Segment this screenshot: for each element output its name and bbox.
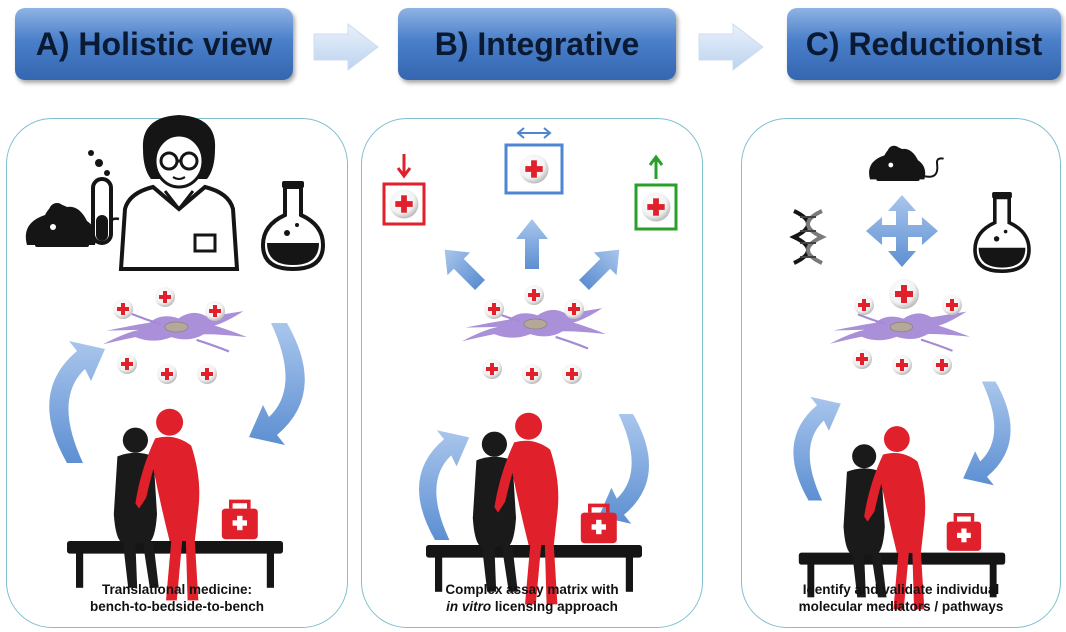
caption-c-line1: Identify and validate individual <box>802 582 1000 597</box>
caption-b-line2: in vitro licensing approach <box>362 598 702 615</box>
panel-integrative: Complex assay matrix with in vitro licen… <box>361 118 703 628</box>
panel-a-illustration <box>24 115 325 603</box>
cell-icon <box>828 310 972 352</box>
assay-box-green <box>634 154 678 231</box>
panel-b-illustration <box>382 127 678 607</box>
down-arrow-icon <box>396 154 412 179</box>
mouse-icon <box>868 144 945 183</box>
panel-holistic: Translational medicine: bench-to-bedside… <box>6 115 348 628</box>
caption-a-line1: Translational medicine: <box>101 582 253 597</box>
header-holistic-label: A) Holistic view <box>35 25 273 62</box>
caption-b-line1: Complex assay matrix with <box>445 582 619 597</box>
horizontal-arrow-icon <box>516 127 552 139</box>
header-reductionist: C) Reductionist <box>787 8 1061 80</box>
assay-box-red <box>382 154 426 226</box>
assay-box-blue <box>504 127 564 195</box>
caption-holistic: Translational medicine: bench-to-bedside… <box>7 581 347 615</box>
header-arrow-1 <box>313 22 379 72</box>
dna-icon <box>789 209 827 265</box>
caption-c-line2: molecular mediators / pathways <box>798 599 1004 614</box>
panel-reductionist: Identify and validate individual molecul… <box>741 118 1061 628</box>
caption-b-line2-rest: licensing approach <box>491 599 618 614</box>
header-integrative-label: B) Integrative <box>434 25 640 62</box>
up-arrow-icon <box>648 154 664 179</box>
caption-reductionist: Identify and validate individual molecul… <box>742 581 1060 615</box>
header-holistic-view: A) Holistic view <box>15 8 293 80</box>
caption-b-line2-italic: in vitro <box>446 599 492 614</box>
cross-arrows-icon <box>866 195 938 267</box>
cell-icon <box>460 307 608 350</box>
flask-icon <box>973 190 1031 274</box>
caption-integrative: Complex assay matrix with in vitro licen… <box>362 581 702 615</box>
header-integrative: B) Integrative <box>398 8 676 80</box>
caption-a-line2: bench-to-bedside-to-bench <box>90 599 264 614</box>
scientist-icon <box>88 115 240 271</box>
header-reductionist-label: C) Reductionist <box>805 25 1043 62</box>
panel-c-illustration <box>789 144 1031 612</box>
flask-icon <box>261 179 325 271</box>
fan-out-arrows <box>433 219 631 297</box>
header-arrow-2 <box>698 22 764 72</box>
patient-medic-scene <box>65 406 285 603</box>
